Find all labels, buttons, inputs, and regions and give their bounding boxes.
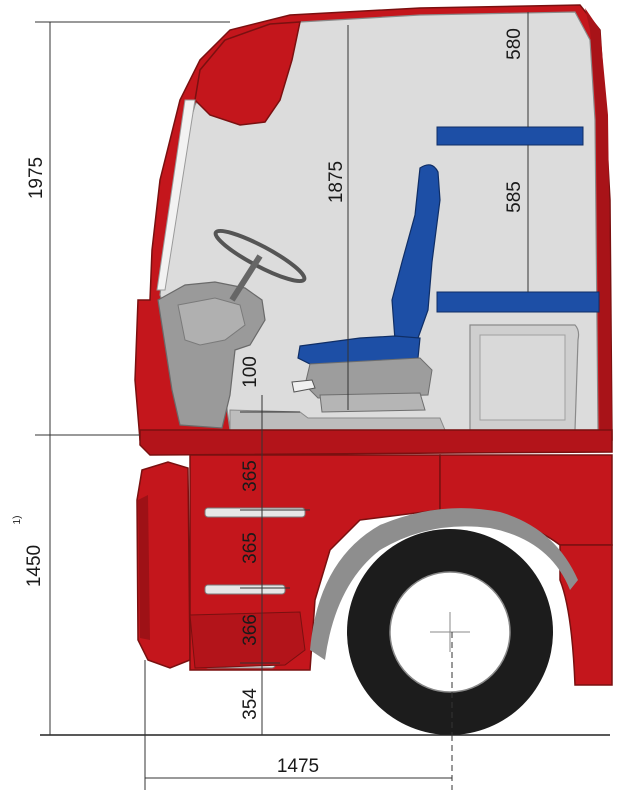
upper-bunk [436,126,584,146]
dim-585: 585 [504,181,525,213]
rear-wall [585,8,612,440]
bumper-shadow [138,495,150,640]
dim-354: 354 [240,688,261,720]
cab-sill [139,429,613,456]
roof-fairing [194,21,301,126]
dim-365-lower: 365 [240,532,261,564]
dim-1875: 1875 [326,161,347,203]
dim-366: 366 [240,614,261,646]
a-pillar [156,99,196,291]
dim-1475: 1475 [277,756,319,777]
step-tread-1 [204,507,306,518]
lower-bunk [436,291,600,313]
wheel-arch [310,508,578,660]
dim-1450: 1450 [24,545,45,587]
driver-seat-back [391,164,441,341]
dim-1975: 1975 [26,157,47,199]
front-bumper [136,461,191,669]
steering-column [229,254,263,302]
seat-lever [291,379,316,393]
dim-1450-note: 1) [12,516,23,525]
dim-365-upper: 365 [240,460,261,492]
dim-100: 100 [240,356,261,388]
dim-580: 580 [504,28,525,60]
seat-base [304,357,433,399]
step-tread-2 [204,584,286,595]
